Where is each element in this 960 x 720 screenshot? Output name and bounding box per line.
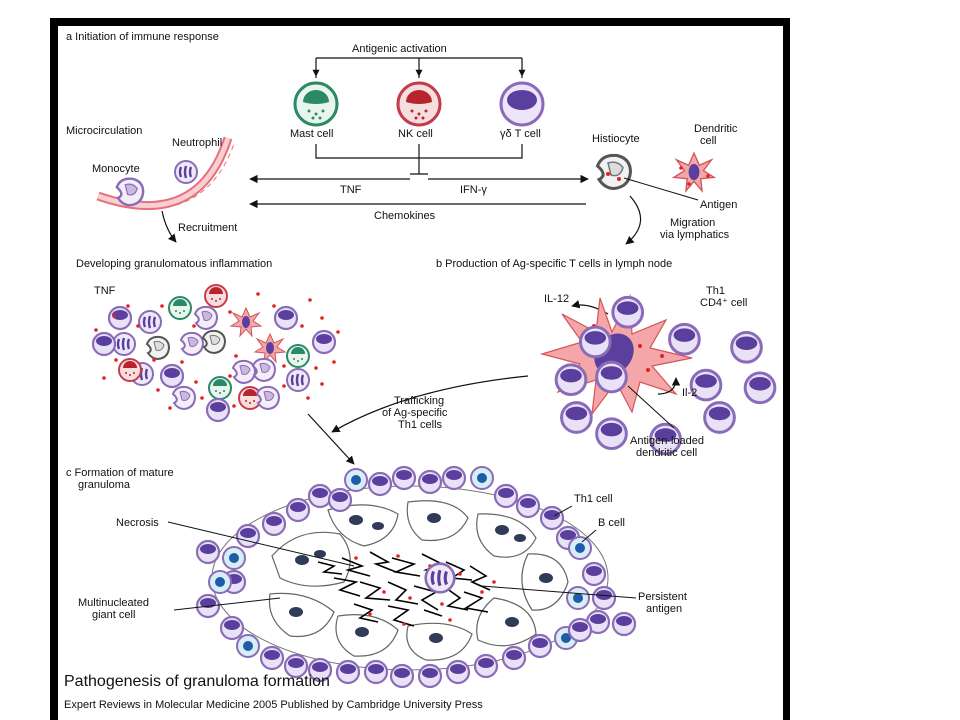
necrosis-pointer [167,521,355,567]
dendritic-label-1: Dendritic [694,123,738,135]
panel-b-header: b Production of Ag-specific T cells in l… [436,258,672,270]
figure-panel: a Initiation of immune response Antigeni… [58,26,783,720]
loaded-dc-label-2: dendritic cell [636,447,697,459]
chemokines-label: Chemokines [374,210,436,222]
migration-label-2: via lymphatics [660,229,730,241]
loaded-dc-pointer [627,385,675,429]
persistent-antigen-pointer [481,585,637,599]
trafficking-label-3: Th1 cells [398,419,443,431]
th1-cd4-label-1: Th1 [706,285,725,297]
figure-title: Pathogenesis of granuloma formation [64,673,330,690]
th1-cell-label: Th1 cell [574,493,613,505]
antigen-pointer [623,177,699,201]
loaded-dc-label-1: Antigen-loaded [630,435,704,447]
mast-cell-label: Mast cell [290,128,333,140]
tnf-cluster-label: TNF [94,285,116,297]
giant-cell-pointer [173,597,281,611]
trafficking-arrow [331,375,529,433]
recruitment-label: Recruitment [178,222,237,234]
antigen-label: Antigen [700,199,737,211]
gd-t-cell-label: γδ T cell [500,128,541,140]
neutrophil-label: Neutrophil [172,137,222,149]
mast-cell-icon [293,81,339,127]
mature-granuloma [211,485,609,671]
neutrophil-icon [173,159,199,185]
tnf-label: TNF [340,184,362,196]
giant-cell-label-2: giant cell [92,609,135,621]
cytokine-bracket [315,144,523,175]
panel-a-header: a Initiation of immune response [66,31,219,43]
microcirculation-label: Microcirculation [66,125,142,137]
migration-arrow [625,195,642,245]
th1-cell-pointer [553,505,573,517]
panel-c-header-1: c Formation of mature [66,467,174,479]
inflammation-cluster [91,284,340,423]
nk-cell-label: NK cell [398,128,433,140]
monocyte-label: Monocyte [92,163,140,175]
dendritic-cell-icon [673,152,715,192]
granuloma-diagram: a Initiation of immune response Antigeni… [64,31,777,711]
il2-label: Il-2 [682,387,697,399]
persistent-antigen-label-1: Persistent [638,591,687,603]
gamma-delta-t-cell-icon [499,81,545,127]
giant-cell-label-1: Multinucleated [78,597,149,609]
developing-label: Developing granulomatous inflammation [76,258,272,270]
panel-c-header-2: granuloma [78,479,131,491]
persistent-antigen-label-2: antigen [646,603,682,615]
figure-credit: Expert Reviews in Molecular Medicine 200… [64,699,483,711]
dendritic-label-2: cell [700,135,717,147]
antigenic-activation-label: Antigenic activation [352,43,447,55]
necrosis-label: Necrosis [116,517,159,529]
monocyte-icon [115,177,145,207]
bcell-pointer [581,529,597,543]
recruitment-arrow [161,210,177,243]
il2-arrow [657,377,681,395]
histiocyte-label: Histiocyte [592,133,640,145]
histiocyte-icon [596,153,632,190]
to-granuloma-arrow [307,413,355,465]
bcell-label: B cell [598,517,625,529]
ifn-label: IFN-γ [460,184,487,196]
trafficking-label-2: of Ag-specific [382,407,448,419]
migration-label-1: Migration [670,217,715,229]
trafficking-label-1: Trafficking [394,395,444,407]
il12-label: IL-12 [544,293,569,305]
nk-cell-icon [396,81,442,127]
th1-cd4-label-2: CD4⁺ cell [700,297,747,309]
